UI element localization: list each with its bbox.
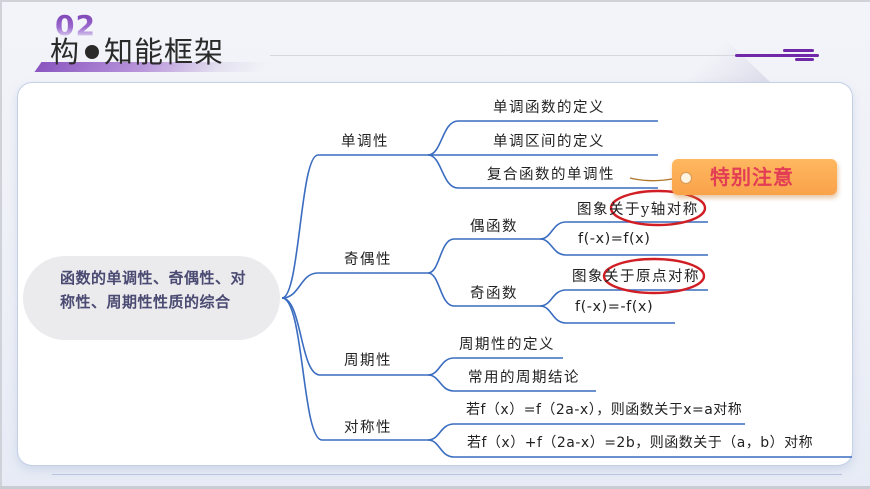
subbranch-even-function[interactable]: 偶函数 (470, 219, 518, 235)
decor-line-middle (735, 54, 819, 57)
window-border-bottom (0, 486, 870, 489)
leaf-composite-function-monotonicity[interactable]: 复合函数的单调性 (487, 167, 615, 183)
leaf-periodicity-definition[interactable]: 周期性的定义 (459, 337, 555, 353)
page-title-left: 构 (50, 35, 81, 69)
special-attention-tag (672, 159, 837, 195)
leaf-common-period-conclusions[interactable]: 常用的周期结论 (468, 370, 580, 386)
highlight-circle-y-axis (609, 189, 707, 227)
bullet-dot-icon (85, 45, 100, 59)
leaf-monotonic-interval-definition[interactable]: 单调区间的定义 (493, 134, 605, 150)
leaf-axis-symmetry-condition[interactable]: 若f（x）=f（2a-x），则函数关于x=a对称 (466, 402, 743, 418)
leaf-even-graph-symmetry[interactable]: 图象关于y轴对称 (577, 202, 699, 218)
leaf-point-symmetry-condition[interactable]: 若f（x）+f（2a-x）=2b，则函数关于（a，b）对称 (467, 435, 814, 451)
page-title: 构知能框架 (50, 32, 224, 72)
root-node-label: 函数的单调性、奇偶性、对称性、周期性性质的综合 (60, 269, 247, 311)
root-node[interactable] (23, 256, 280, 340)
window-border-top (0, 0, 870, 2)
leaf-odd-graph-symmetry[interactable]: 图象关于原点对称 (572, 269, 700, 285)
tag-hole-icon (680, 172, 692, 184)
branch-parity[interactable]: 奇偶性 (344, 252, 392, 268)
subbranch-odd-function[interactable]: 奇函数 (470, 286, 518, 302)
decor-line-bottom (795, 58, 814, 61)
branch-symmetry[interactable]: 对称性 (344, 420, 392, 436)
leaf-monotonic-function-definition[interactable]: 单调函数的定义 (493, 100, 605, 116)
branch-periodicity[interactable]: 周期性 (344, 353, 392, 369)
section-number: 02 (55, 9, 96, 42)
decor-line-top (783, 49, 814, 52)
highlight-circle-origin (602, 257, 706, 295)
page-title-right: 知能框架 (104, 35, 225, 69)
card-underline (52, 474, 842, 475)
special-attention-label: 特别注意 (710, 165, 794, 189)
leaf-odd-formula[interactable]: f(-x)=-f(x) (575, 299, 654, 315)
window-border-left (0, 0, 2, 489)
leaf-even-formula[interactable]: f(-x)=f(x) (578, 231, 651, 247)
branch-monotonicity[interactable]: 单调性 (341, 134, 389, 150)
header-rule (270, 55, 740, 56)
